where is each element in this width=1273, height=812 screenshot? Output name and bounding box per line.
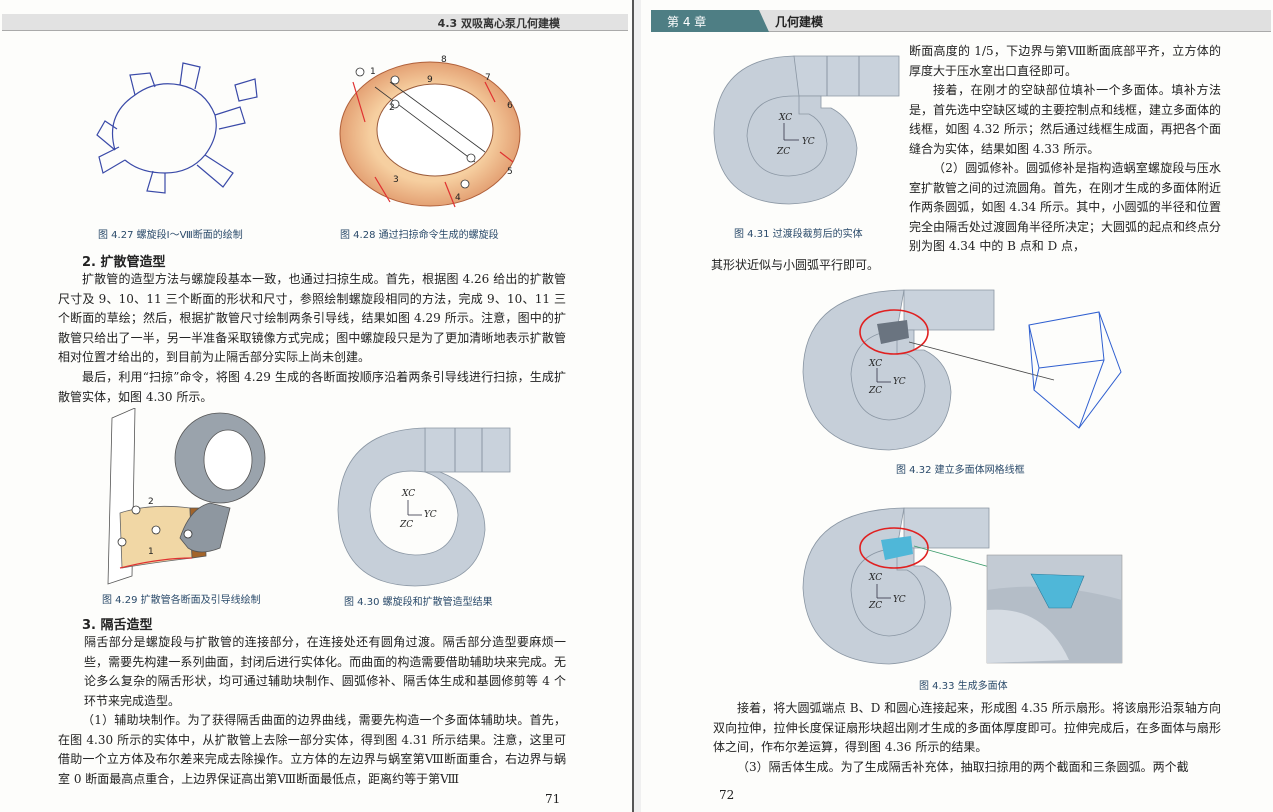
paragraph: 最后，利用“扫掠”命令，将图 4.29 生成的各断面按顺序沿着两条引导线进行扫掠… [58,370,566,404]
callout-label: 4 [455,193,461,203]
callout-label: 5 [507,167,513,177]
figure-4-29-diffuser-sections: 2 1 [100,408,270,586]
axis-label: YC [893,595,906,605]
figure-caption: 图 4.33 生成多面体 [919,681,1008,692]
figure-4-28-swept-spiral: 1 2 3 4 5 6 7 8 9 [335,52,525,212]
figure-4-27-spiral-sections [95,55,265,195]
page-number: 71 [545,792,561,806]
section-heading: 3. 隔舌造型 [82,618,153,633]
axis-label: YC [893,377,906,387]
axis-label: ZC [776,147,790,157]
callout-label: 9 [427,75,433,85]
axis-label: ZC [399,520,413,530]
paragraph: 其形状近似与小圆弧平行即可。 [711,258,880,272]
paragraph: （3）隔舌体生成。为了生成隔舌补充体，抽取扫掠用的两个截面和三条圆弧。两个截 [737,760,1189,774]
axis-label: YC [424,510,437,520]
chapter-tab: 第 4 章 [651,10,769,32]
paragraph: 接着，在刚才的空缺部位填补一个多面体。填补方法是，首先选中空缺区域的主要控制点和… [909,83,1222,156]
figure-caption: 图 4.27 螺旋段Ⅰ～Ⅷ断面的绘制 [98,230,243,241]
figure-caption: 图 4.30 螺旋段和扩散管造型结果 [344,597,493,608]
paragraph: 扩散管的造型方法与螺旋段基本一致，也通过扫掠生成。首先，根据图 4.26 给出的… [58,272,566,364]
figure-4-30-volute-result: XC YC ZC [330,420,520,590]
figure-4-31-trimmed-solid: XC YC ZC [709,48,909,208]
figure-caption: 图 4.28 通过扫掠命令生成的螺旋段 [340,230,499,241]
axis-label: ZC [868,386,882,396]
figure-caption: 图 4.32 建立多面体网格线框 [896,465,1025,476]
paragraph: 断面高度的 1/5，下边界与第Ⅷ断面底部平齐，立方体的厚度大于压水室出口直径即可… [909,44,1221,78]
callout-label: 2 [148,497,154,507]
paragraph: 接着，将大圆弧端点 B、D 和圆心连接起来，形成图 4.35 所示扇形。将该扇形… [713,701,1221,754]
left-page: 4.3 双吸离心泵几何建模 图 4.27 螺旋段Ⅰ～Ⅷ断面的绘制 [0,0,632,812]
callout-label: 7 [485,73,491,83]
figure-4-33-generated-polyhedron: XC YC ZC [799,500,1139,670]
callout-label: 1 [370,67,376,77]
figure-caption: 图 4.29 扩散管各断面及引导线绘制 [102,595,261,606]
figure-4-32-polyhedron-wireframe: XC YC ZC [799,280,1139,455]
paragraph: （2）圆弧修补。圆弧修补是指构造蜗室螺旋段与压水室扩散管之间的过流圆角。首先，在… [909,161,1222,253]
figure-caption: 图 4.31 过渡段裁剪后的实体 [734,229,863,240]
section-heading: 2. 扩散管造型 [82,255,166,270]
callout-label: 2 [389,103,395,113]
paragraph: 隔舌部分是螺旋段与扩散管的连接部分，在连接处还有圆角过渡。隔舌部分造型要麻烦一些… [84,635,566,708]
page-number: 72 [719,788,735,802]
header-title: 4.3 双吸离心泵几何建模 [437,17,560,30]
callout-label: 1 [148,547,154,557]
right-page: 第 4 章 几何建模 XC YC ZC 图 4.31 过渡段裁剪后的实体 断面高… [641,0,1273,812]
axis-label: ZC [868,601,882,611]
callout-label: 3 [393,175,399,185]
chapter-title: 几何建模 [775,15,824,29]
book-gutter [632,0,641,812]
axis-label: XC [778,113,792,123]
axis-label: XC [401,489,415,499]
running-header: 4.3 双吸离心泵几何建模 [2,14,628,31]
axis-label: XC [868,359,882,369]
axis-label: XC [868,573,882,583]
axis-label: YC [802,137,815,147]
callout-label: 6 [507,101,513,111]
paragraph: （1）辅助块制作。为了获得隔舌曲面的边界曲线，需要先构造一个多面体辅助块。首先，… [58,713,566,786]
running-header: 第 4 章 几何建模 [651,10,1271,32]
callout-label: 8 [441,55,447,65]
